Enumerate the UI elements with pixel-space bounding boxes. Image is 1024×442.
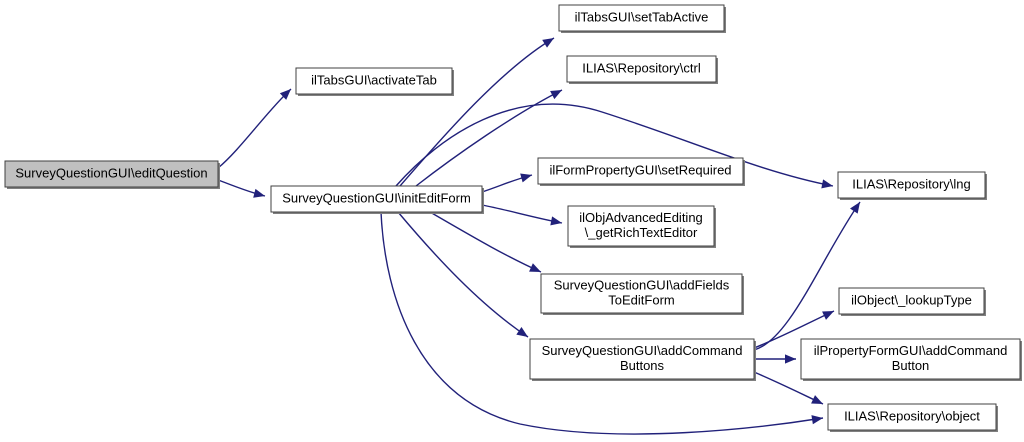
node-label: SurveyQuestionGUI\initEditForm xyxy=(282,190,471,205)
node-box[interactable] xyxy=(566,55,717,83)
arrowhead-icon xyxy=(516,327,528,337)
arrowhead-icon xyxy=(850,202,860,214)
node-ctrl[interactable]: ILIAS\Repository\ctrl xyxy=(566,55,718,84)
arrowhead-icon xyxy=(520,173,532,183)
node-box[interactable] xyxy=(529,338,755,380)
edge-line xyxy=(429,211,542,273)
node-box[interactable] xyxy=(540,273,743,314)
node-label: ilObject\_lookupType xyxy=(851,292,972,307)
edge-initEditForm-to-setTabActive xyxy=(399,37,555,187)
node-label: SurveyQuestionGUI\addFields xyxy=(554,277,730,292)
edge-addCommandButtons-to-lng xyxy=(753,201,861,351)
edge-initEditForm-to-setRequired xyxy=(481,173,533,193)
arrowhead-icon xyxy=(542,38,554,48)
node-getRichTextEditor[interactable]: ilObjAdvancedEditing\_getRichTextEditor xyxy=(567,205,716,248)
edge-initEditForm-to-lng xyxy=(395,103,834,189)
node-label: SurveyQuestionGUI\editQuestion xyxy=(15,165,207,180)
node-label: ilPropertyFormGUI\addCommand xyxy=(814,343,1008,358)
edge-line xyxy=(753,201,861,351)
node-label: Button xyxy=(892,358,930,373)
node-layer: SurveyQuestionGUI\editQuestion ilTabsGUI\… xyxy=(4,4,1022,432)
edge-line xyxy=(415,89,563,187)
edge-initEditForm-to-ctrl xyxy=(415,89,563,187)
node-label: ToEditForm xyxy=(608,292,674,307)
edge-initEditForm-to-addFieldsToEditForm xyxy=(429,211,542,273)
arrowhead-icon xyxy=(822,311,834,320)
node-box[interactable] xyxy=(4,160,219,188)
arrowhead-icon xyxy=(811,415,823,425)
node-label: ilTabsGUI\setTabActive xyxy=(575,9,709,24)
node-editQuestion[interactable]: SurveyQuestionGUI\editQuestion xyxy=(4,160,220,189)
edge-initEditForm-to-object xyxy=(380,211,824,435)
edge-line xyxy=(397,211,529,338)
node-box[interactable] xyxy=(800,338,1021,380)
edge-line xyxy=(481,204,563,224)
arrowhead-icon xyxy=(821,179,833,189)
node-label: ILIAS\Repository\ctrl xyxy=(582,60,701,75)
arrowhead-icon xyxy=(529,263,541,272)
node-object[interactable]: ILIAS\Repository\object xyxy=(827,403,998,432)
edge-line xyxy=(217,88,292,169)
edge-layer xyxy=(217,37,861,435)
node-box[interactable] xyxy=(558,4,725,32)
node-activateTab[interactable]: ilTabsGUI\activateTab xyxy=(295,67,454,96)
node-setRequired[interactable]: ilFormPropertyGUI\setRequired xyxy=(537,157,745,186)
node-setTabActive[interactable]: ilTabsGUI\setTabActive xyxy=(558,4,726,33)
edge-line xyxy=(395,103,834,187)
node-label: \_getRichTextEditor xyxy=(585,225,698,240)
edge-editQuestion-to-initEditForm xyxy=(217,179,266,198)
edge-initEditForm-to-addCommandButtons xyxy=(397,211,529,338)
edge-addCommandButtons-to-addCommandButton xyxy=(754,354,796,364)
edge-addCommandButtons-to-lookupType xyxy=(753,310,835,349)
node-box[interactable] xyxy=(295,67,453,95)
arrowhead-icon xyxy=(253,188,265,198)
node-box[interactable] xyxy=(838,287,985,315)
edge-line xyxy=(399,37,555,187)
node-label: ilFormPropertyGUI\setRequired xyxy=(549,162,731,177)
arrowhead-icon xyxy=(811,395,823,404)
node-label: ILIAS\Repository\object xyxy=(844,408,980,423)
node-initEditForm[interactable]: SurveyQuestionGUI\initEditForm xyxy=(270,185,484,214)
node-label: ilTabsGUI\activateTab xyxy=(311,72,437,87)
edge-editQuestion-to-activateTab xyxy=(217,88,292,169)
arrowhead-icon xyxy=(550,216,562,226)
arrowhead-icon xyxy=(785,354,796,364)
arrowhead-icon xyxy=(279,89,291,100)
node-label: Buttons xyxy=(620,358,665,373)
edge-initEditForm-to-getRichTextEditor xyxy=(481,204,563,226)
node-lookupType[interactable]: ilObject\_lookupType xyxy=(838,287,986,316)
node-box[interactable] xyxy=(837,171,986,199)
edge-addCommandButtons-to-object xyxy=(753,371,824,405)
node-label: ilObjAdvancedEditing xyxy=(579,210,703,225)
edge-line xyxy=(380,211,824,435)
node-box[interactable] xyxy=(827,403,997,431)
node-box[interactable] xyxy=(270,185,483,213)
node-box[interactable] xyxy=(567,205,715,247)
node-label: SurveyQuestionGUI\addCommand xyxy=(542,343,743,358)
node-box[interactable] xyxy=(537,157,744,185)
node-label: ILIAS\Repository\lng xyxy=(852,176,971,191)
arrowhead-icon xyxy=(550,90,562,100)
node-lng[interactable]: ILIAS\Repository\lng xyxy=(837,171,987,200)
